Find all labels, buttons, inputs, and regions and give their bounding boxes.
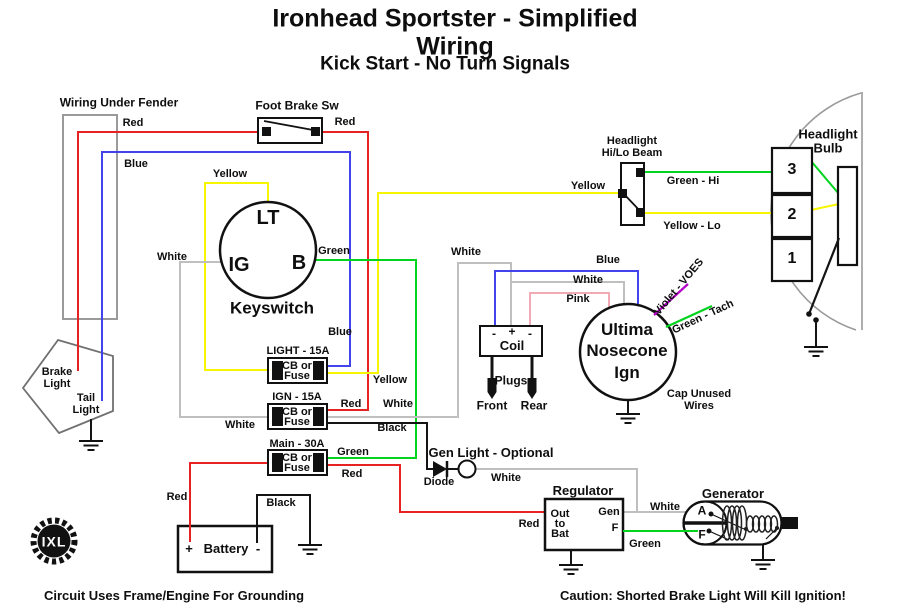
fender-conduit	[62, 114, 118, 320]
components	[30, 117, 859, 575]
gen-light-bulb	[457, 459, 477, 479]
headlight-ground-wire	[807, 237, 841, 315]
nosecone-ignition-body	[578, 302, 678, 402]
wire-red-battery-main-fuse	[189, 462, 280, 542]
wire-white-gen-light-regulator	[476, 468, 638, 512]
keyswitch-body	[218, 200, 318, 300]
junction-dot	[806, 311, 812, 317]
housings	[21, 92, 863, 574]
fuse-light	[267, 357, 328, 384]
headlight-bulb-element	[836, 165, 859, 267]
spark-plug-front	[487, 378, 497, 399]
ground-symbol	[558, 564, 584, 575]
wire-green-pin3-bulb	[810, 160, 840, 195]
fuse-ign	[267, 403, 328, 430]
wire-black-gen-light	[318, 422, 435, 470]
generator-body	[682, 500, 798, 546]
wire-blue-tail-light	[101, 151, 351, 401]
wire-yellow-headlight-feed	[318, 192, 624, 374]
spark-plug-rear	[527, 378, 537, 399]
wire-red-main-regulator	[318, 464, 546, 513]
wire-pink-coil-nosecone	[529, 292, 610, 328]
ground-symbol	[750, 559, 776, 570]
wire-blue-coil-nosecone	[494, 270, 639, 328]
headlight-connector	[770, 146, 814, 283]
regulator-body	[543, 497, 625, 552]
ixl-logo	[30, 517, 78, 565]
hilo-switch	[618, 162, 645, 226]
ground-symbol	[615, 413, 641, 424]
wire-white-coil-nosecone	[511, 281, 625, 306]
wire-green-b-main-fuse	[314, 259, 417, 459]
ground-symbol	[297, 544, 323, 555]
junction-dot	[813, 317, 819, 323]
tail-lamp-housing	[21, 338, 114, 435]
ground-symbol	[803, 346, 829, 357]
fuse-main	[267, 449, 328, 476]
wire-red-brake-switch-feed	[316, 131, 369, 411]
foot-brake-switch	[257, 117, 323, 144]
wire-white-ign-coil	[318, 262, 512, 418]
ground-symbol	[78, 440, 104, 451]
coil-body	[479, 325, 543, 357]
generator-shaft	[781, 517, 798, 529]
wire-red-brake-light	[77, 131, 264, 371]
diode-symbol	[433, 461, 447, 477]
wire-white-ig-ign-fuse	[179, 261, 280, 418]
wire-green-tach	[665, 304, 713, 329]
wire-yellow-keyswitch-light-fuse	[204, 182, 280, 371]
wire-black-battery-ground	[256, 494, 311, 545]
wire-violet-voes	[653, 283, 689, 316]
generator-windings	[721, 505, 779, 541]
wires	[77, 131, 840, 565]
wire-yellow-pin2-bulb	[810, 203, 840, 211]
